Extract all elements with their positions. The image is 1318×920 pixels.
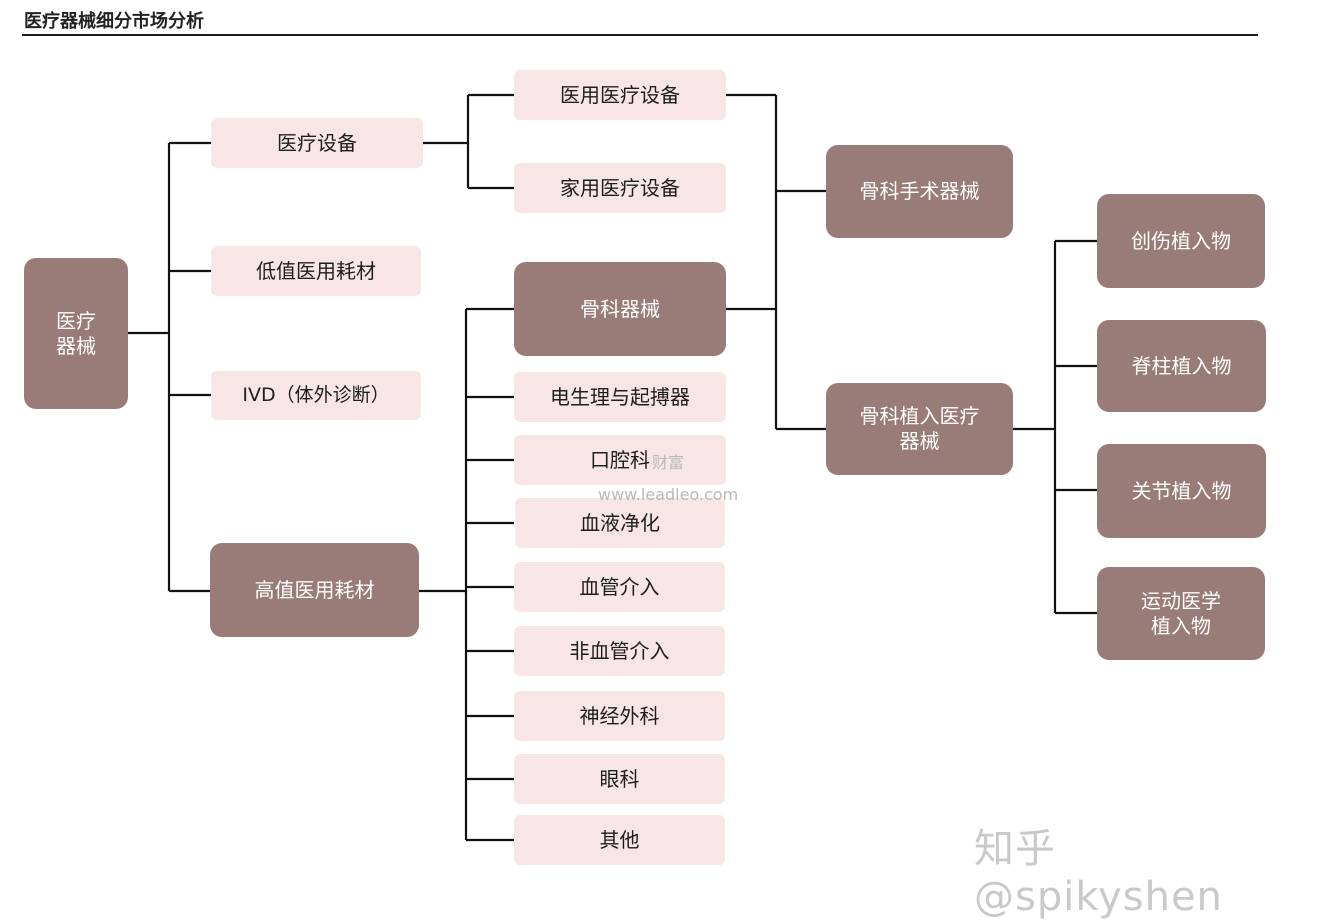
node-ophthalmology: 眼科	[514, 754, 725, 804]
node-others: 其他	[514, 815, 725, 865]
node-trauma-implants: 创伤植入物	[1097, 194, 1265, 288]
watermark-site-name: 财富	[652, 453, 685, 472]
node-ortho-surgical-instruments: 骨科手术器械	[826, 145, 1013, 238]
watermark-author: 知乎 @spikyshen	[974, 826, 1223, 920]
node-blood-purification: 血液净化	[515, 498, 725, 548]
node-medical-equipment: 医疗设备	[211, 118, 423, 168]
node-orthopedic-devices: 骨科器械	[514, 262, 726, 356]
node-vascular-intervention: 血管介入	[514, 562, 725, 612]
node-joint-implants: 关节植入物	[1097, 444, 1266, 538]
diagram-title: 医疗器械细分市场分析	[24, 11, 204, 32]
node-nonvascular-intervention: 非血管介入	[514, 626, 725, 676]
node-neurosurgery: 神经外科	[514, 691, 725, 741]
node-dental: 口腔科	[514, 435, 726, 485]
title-divider	[22, 34, 1258, 36]
node-sports-medicine-implants: 运动医学 植入物	[1097, 567, 1265, 660]
node-ivd: IVD（体外诊断）	[211, 371, 421, 420]
node-electrophysiology: 电生理与起搏器	[514, 372, 726, 422]
connector-lines	[128, 93, 1097, 842]
node-medical-devices: 医疗 器械	[24, 258, 128, 409]
node-ortho-implant-devices: 骨科植入医疗 器械	[826, 383, 1013, 475]
node-medical-use-equipment: 医用医疗设备	[514, 70, 726, 120]
node-high-value-consumables: 高值医用耗材	[210, 543, 419, 637]
node-low-value-consumables: 低值医用耗材	[211, 246, 421, 296]
node-spine-implants: 脊柱植入物	[1097, 320, 1266, 412]
node-home-equipment: 家用医疗设备	[514, 163, 726, 213]
watermark-site-url: www.leadleo.com	[598, 485, 739, 504]
